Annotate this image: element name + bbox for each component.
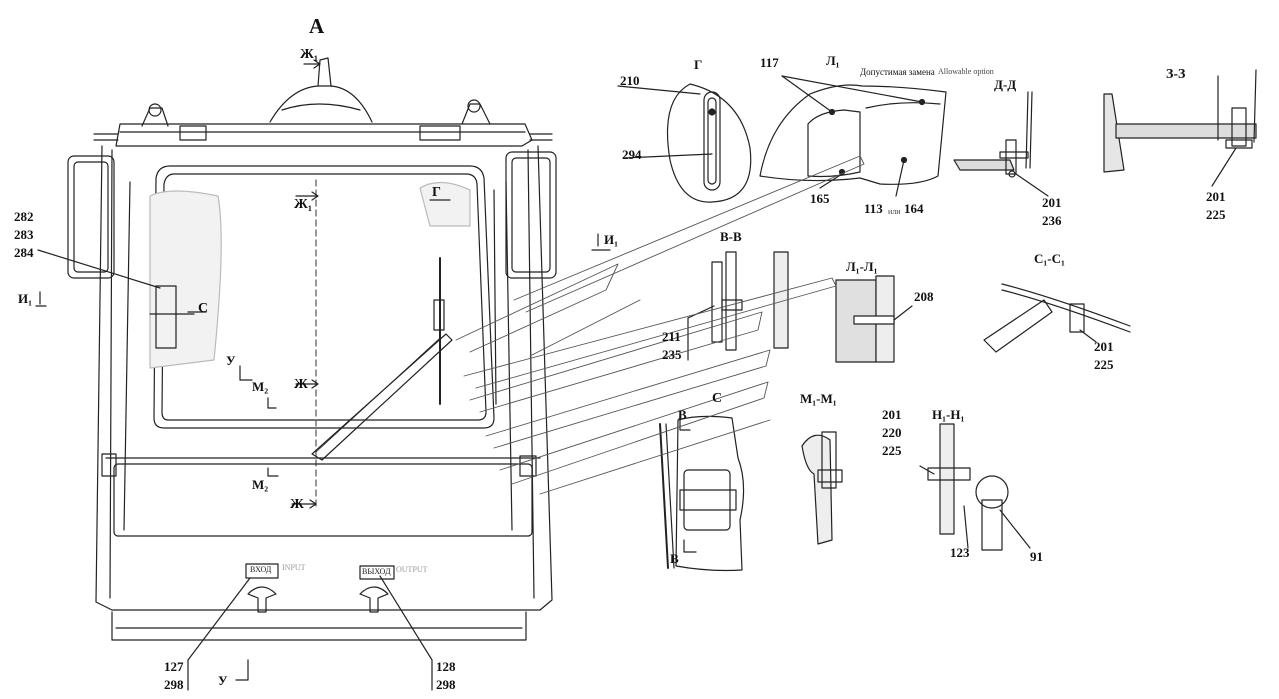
cab-front-view [36,58,610,690]
section-m1m1 [802,432,842,544]
view-g-outline [668,84,751,202]
view-c-detail [660,416,744,571]
view-c-outline [676,416,744,570]
output-plate-en: OUTPUT [396,565,428,574]
wiper-blade [312,334,452,460]
callout-201-n: 201 [882,407,902,422]
view-l1-outline [760,85,946,184]
inner-panel-left [150,191,221,368]
section-zz [1104,70,1256,186]
view-c1c1-title: С₁-С₁ [1034,251,1065,266]
callout-113: 113 [864,201,883,216]
input-plate-en: INPUT [282,563,306,572]
callout-235: 235 [662,347,682,362]
callout-225-cc: 225 [1094,357,1114,372]
lifting-eye-left [149,104,161,116]
allowable-substitution-en: Allowable option [938,67,994,76]
cab-roof [116,124,532,146]
cab-body [96,146,552,610]
callout-220: 220 [882,425,902,440]
section-mark-v-bottom: В [670,551,679,566]
callout-127: 127 [164,659,184,674]
output-plate [360,566,394,579]
lifting-eye-right [468,100,480,112]
callout-294: 294 [622,147,642,162]
hinge-bracket [156,286,176,348]
mirror-right [506,152,556,278]
section-c1c1 [984,284,1130,352]
view-dd-title: Д-Д [994,77,1017,92]
callout-201-cc: 201 [1094,339,1114,354]
view-n1n1-title: Н₁-Н₁ [932,407,965,422]
section-vv [688,252,788,360]
callout-208: 208 [914,289,934,304]
section-mark-m2-upper: М₂ [252,379,269,394]
section-mark-c-left: С [198,301,209,316]
section-mark-c-detail: С [712,391,723,406]
callout-284: 284 [14,245,34,260]
section-l1l1 [836,276,912,362]
projection-lines [456,156,864,494]
view-g-detail [618,84,751,202]
callout-201-dd: 201 [1042,195,1062,210]
handle-right [360,587,388,612]
view-l1-title: Л₁ [826,53,840,68]
mirror-left [68,156,114,278]
view-zz-title: З-З [1166,67,1186,82]
callout-201-zz: 201 [1206,189,1226,204]
section-mark-zh1-window: Ж₁ [294,197,313,212]
lower-panel [114,464,532,536]
view-l1-detail [760,76,946,196]
output-plate-ru: ВЫХОД [362,567,391,576]
or-note: или [888,207,901,216]
windshield-frame [154,166,494,428]
section-mark-i1-left: И₁ [18,291,33,306]
callout-123: 123 [950,545,970,560]
view-l1l1-title: Л₁-Л₁ [846,259,878,274]
view-m1m1-title: М₁-М₁ [800,391,837,406]
callout-164: 164 [904,201,924,216]
section-mark-u-bottom: У [218,673,228,688]
section-dd [954,92,1048,196]
callout-225-n: 225 [882,443,902,458]
allowable-substitution-ru: Допустимая замена [860,67,935,77]
section-mark-u-upper: У [226,353,236,368]
roof-beacon [270,58,372,122]
section-mark-i1-right: И₁ [604,232,619,247]
callout-225-zz: 225 [1206,207,1226,222]
callout-91: 91 [1030,549,1043,564]
callout-298-left: 298 [164,677,184,692]
view-a-title: A [309,14,325,38]
section-mark-zh-lower: Ж [290,497,304,512]
handle-left [248,587,276,612]
section-mark-zh-mid: Ж [294,377,308,392]
callout-165: 165 [810,191,830,206]
callout-117: 117 [760,55,779,70]
callout-210: 210 [620,73,640,88]
callout-236: 236 [1042,213,1062,228]
callout-128: 128 [436,659,456,674]
callout-282: 282 [14,209,34,224]
section-mark-g-window: Г [432,185,441,200]
section-mark-v-top: В [678,407,687,422]
input-plate-ru: ВХОД [250,565,272,574]
callout-298-right: 298 [436,677,456,692]
view-vv-title: В-В [720,229,742,244]
cab-base [112,612,526,640]
section-mark-zh1-top: Ж₁ [300,47,319,62]
view-g-title: Г [694,57,703,72]
callout-211: 211 [662,329,681,344]
section-n1n1 [920,424,1030,550]
section-mark-m2-lower: М₂ [252,477,269,492]
callout-283: 283 [14,227,34,242]
input-plate [246,564,278,578]
